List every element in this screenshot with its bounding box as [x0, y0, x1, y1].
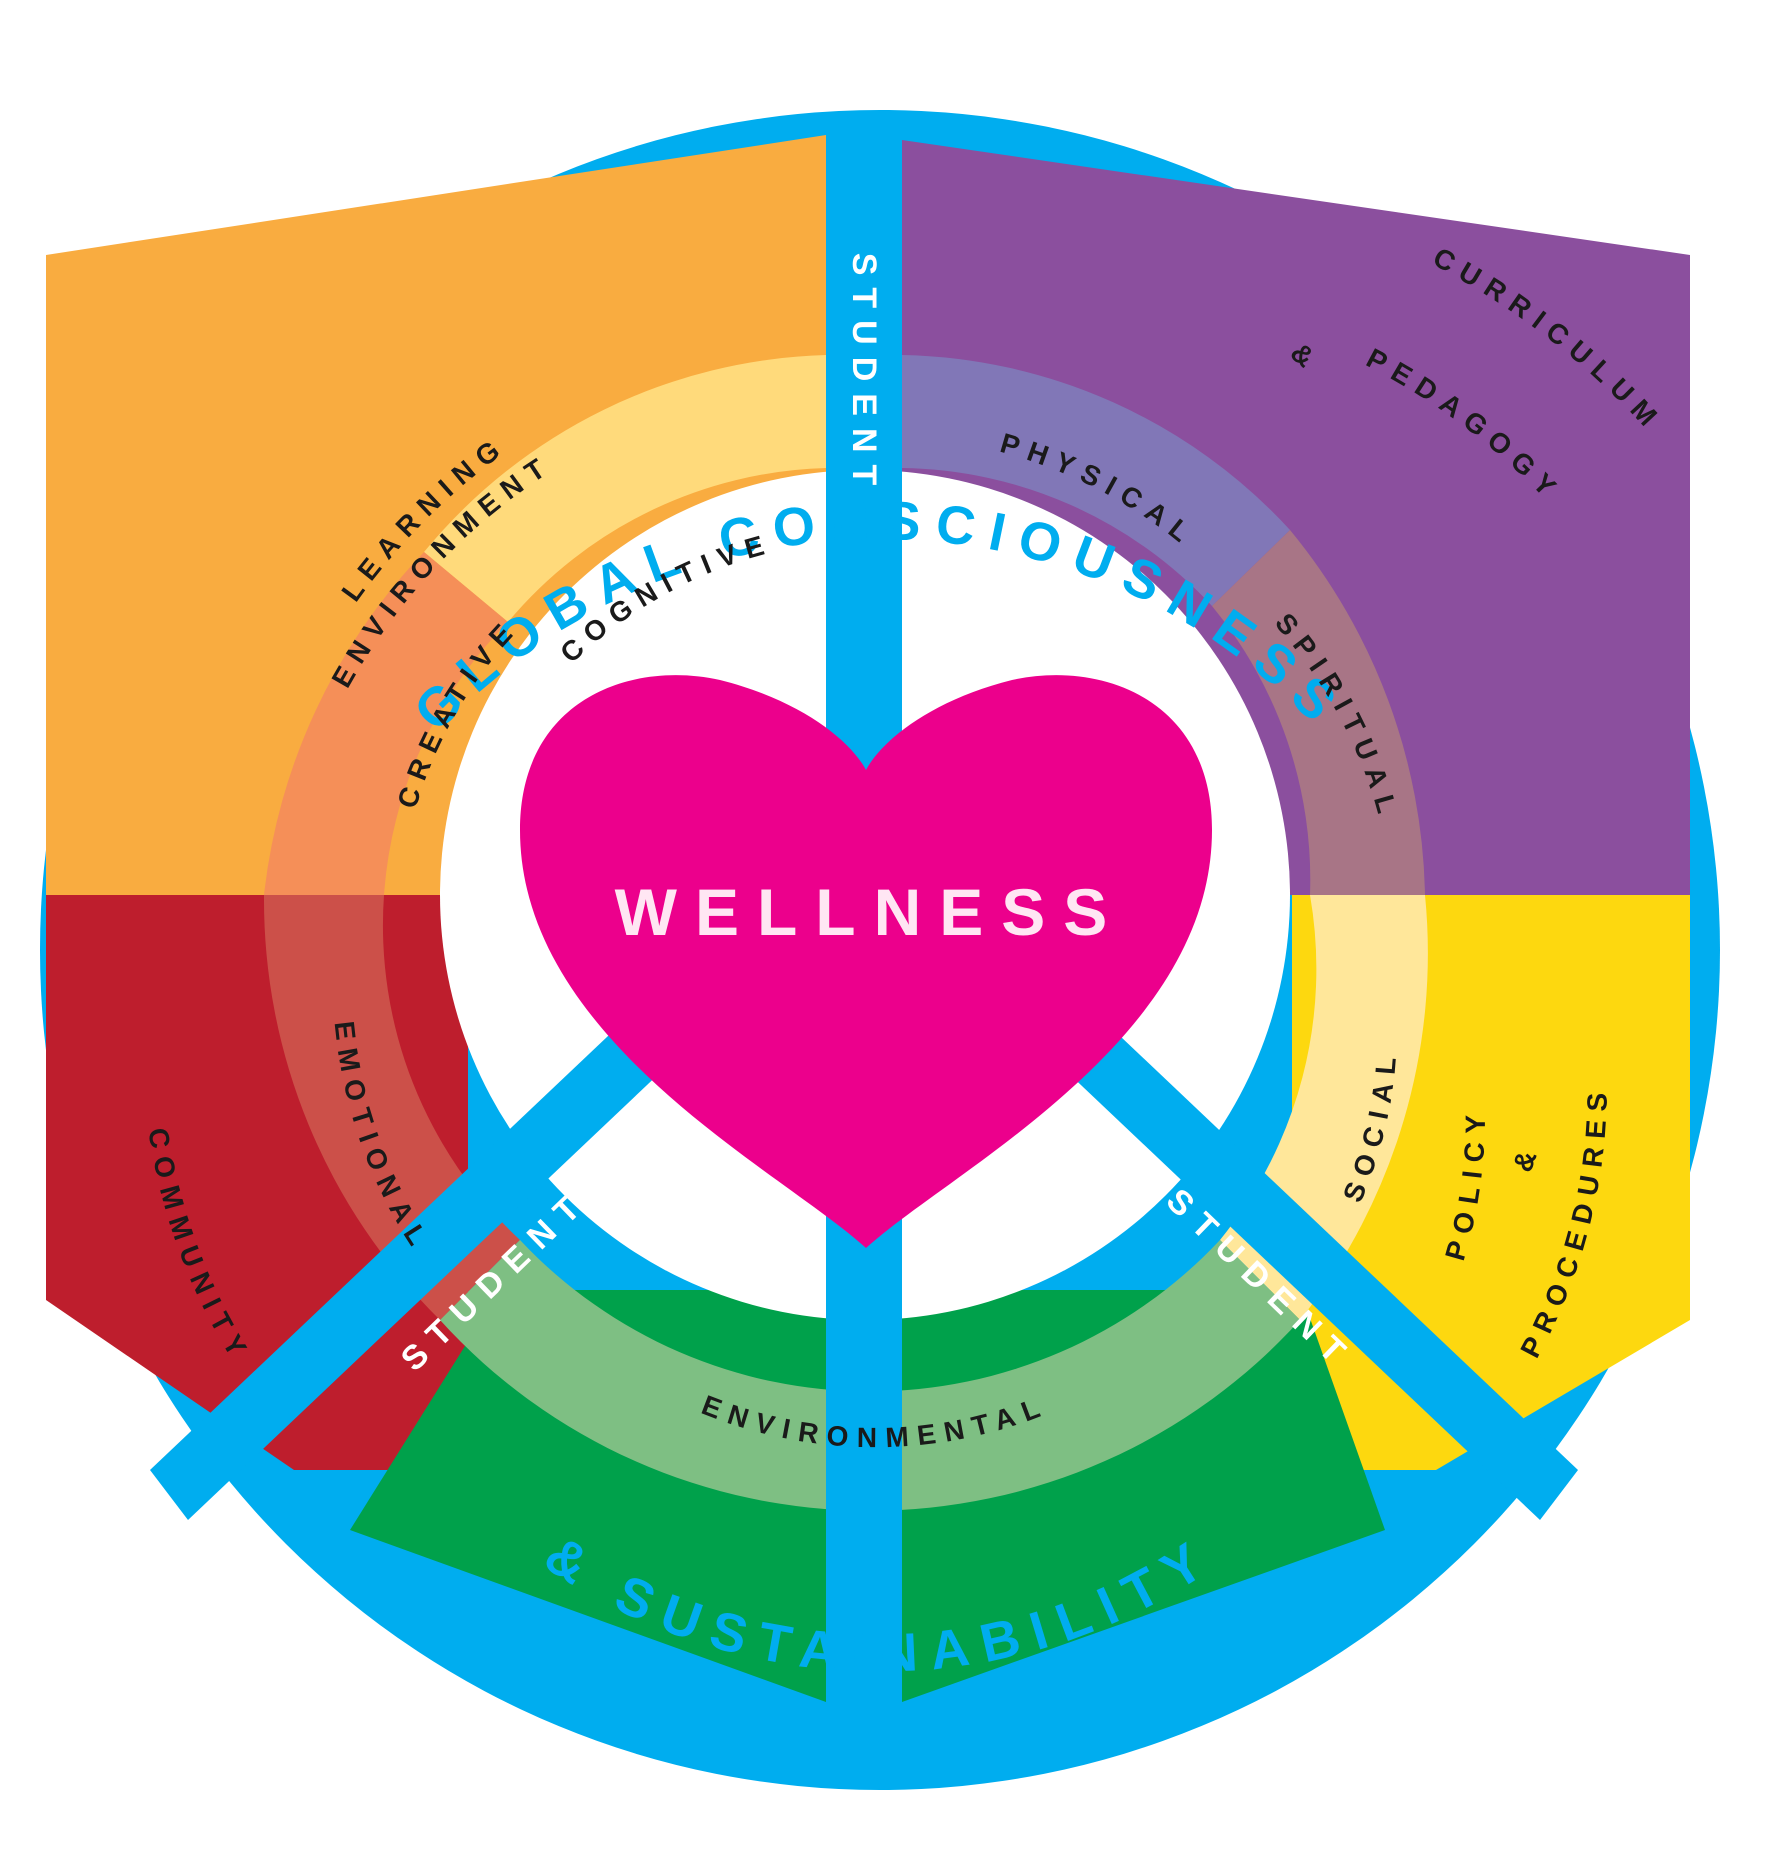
peace-bar-left	[150, 1000, 684, 1520]
label-student-top: STUDENT	[845, 253, 883, 498]
ring-physical	[902, 355, 1290, 606]
peace-bar-right	[1044, 1000, 1578, 1520]
ring-cognitive	[424, 355, 826, 622]
ring-spiritual	[1212, 530, 1425, 895]
ring-environmental	[440, 1240, 1300, 1511]
label-wellness: WELLNESS	[615, 875, 1126, 949]
ring-creative	[264, 552, 508, 895]
heart-shape	[520, 675, 1212, 1248]
